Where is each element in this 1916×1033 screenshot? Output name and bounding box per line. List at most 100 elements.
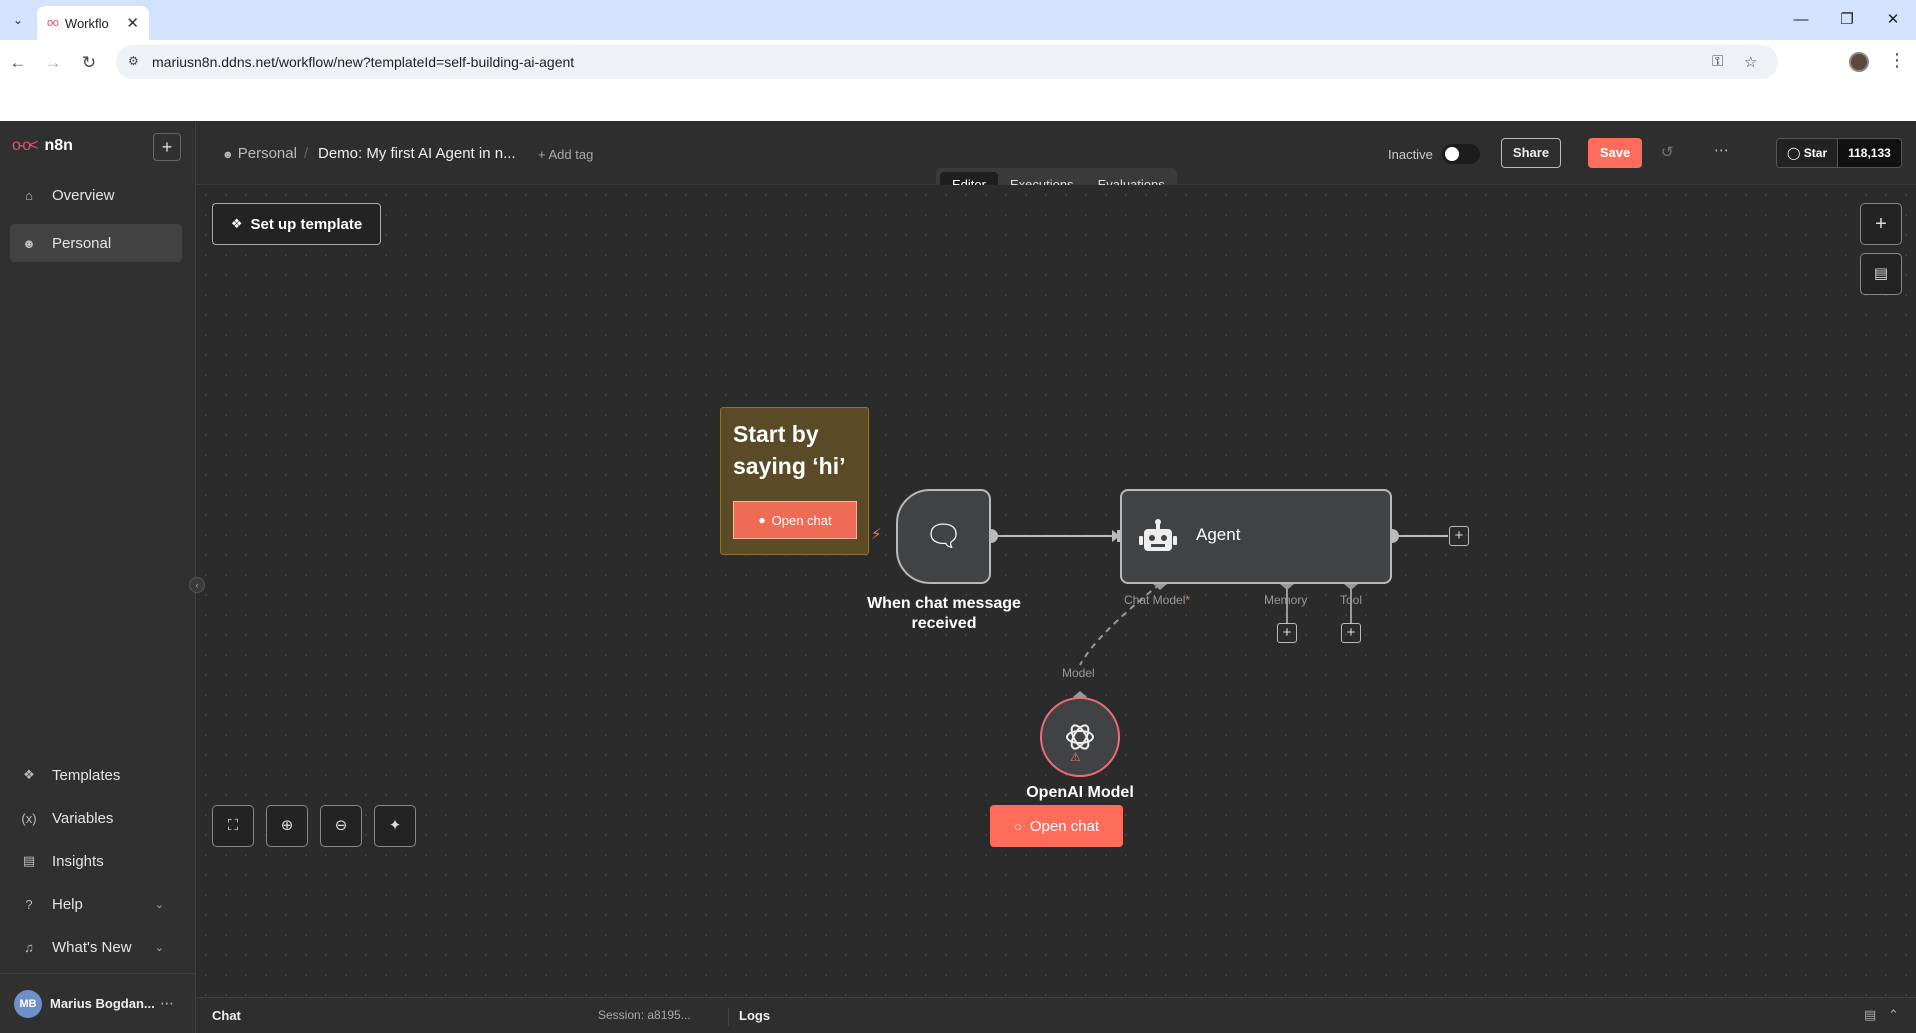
breadcrumb-project[interactable]: ☻ Personal	[222, 145, 297, 162]
sidebar-item-templates[interactable]: ❖ Templates	[10, 756, 182, 794]
sidebar-item-label: Personal	[52, 234, 112, 252]
chat-trigger-node[interactable]: 🗨	[896, 489, 991, 584]
close-tab-icon[interactable]: ✕	[126, 15, 139, 32]
zoom-out-button[interactable]: ⊖	[320, 805, 362, 847]
sidebar-item-insights[interactable]: ▤ Insights	[10, 842, 182, 880]
back-icon[interactable]: ←	[9, 53, 27, 72]
user-menu[interactable]: MB Marius Bogdan... ⋯	[0, 973, 196, 1033]
sidebar-item-help[interactable]: ? Help ⌄	[10, 885, 182, 923]
zoom-in-button[interactable]: ⊕	[266, 805, 308, 847]
setup-template-button[interactable]: ❖ Set up template	[212, 203, 381, 245]
sticky-open-chat-button[interactable]: ● Open chat	[733, 501, 857, 539]
n8n-app: o-o< n8n + ⌂ Overview ☻ Personal ❖ Templ…	[0, 121, 1916, 1033]
more-icon[interactable]: ⋯	[160, 995, 174, 1011]
sidebar-item-label: Overview	[52, 186, 115, 204]
minimize-icon[interactable]: —	[1793, 11, 1809, 28]
agent-label: Agent	[1196, 525, 1241, 544]
share-button[interactable]: Share	[1501, 138, 1561, 168]
sidebar-item-whats-new[interactable]: ♫ What's New ⌄	[10, 928, 182, 966]
sidebar-item-label: Insights	[52, 852, 104, 870]
open-chat-button[interactable]: ○ Open chat	[990, 805, 1123, 847]
add-next-node-button[interactable]: +	[1449, 526, 1469, 546]
more-options-icon[interactable]: ⋯	[1714, 142, 1729, 159]
package-icon: ❖	[230, 216, 243, 231]
session-id: Session: a8195...	[598, 1008, 691, 1022]
chevron-down-icon: ⌄	[154, 898, 164, 911]
github-star-button[interactable]: ◯ Star 118,133	[1776, 138, 1902, 168]
user-icon: ☻	[222, 149, 234, 161]
address-bar[interactable]: ⚙ mariusn8n.ddns.net/workflow/new?templa…	[116, 45, 1778, 79]
connections-layer	[984, 529, 1448, 703]
sidebar-item-label: What's New	[52, 938, 132, 956]
tab-search-icon[interactable]: ⌄	[12, 13, 24, 27]
github-star-count: 118,133	[1837, 139, 1901, 167]
toggle-knob	[1445, 147, 1459, 161]
sticky-note[interactable]: Start by saying ‘hi’ ● Open chat	[720, 407, 869, 555]
chat-bubble-icon: ○	[1013, 818, 1022, 834]
memory-port-label: Memory	[1264, 593, 1308, 607]
templates-icon: ❖	[23, 767, 35, 782]
expand-panel-icon[interactable]: ⌃	[1888, 1007, 1899, 1022]
logs-panel: Chat Session: a8195... Logs ▤ ⌃	[196, 997, 1916, 1033]
restore-icon[interactable]: ❐	[1840, 11, 1854, 28]
password-key-icon[interactable]: ⚿	[1712, 53, 1724, 70]
browser-tab[interactable]: o-o Workflo ✕	[37, 6, 149, 40]
home-icon: ⌂	[25, 187, 33, 203]
active-toggle[interactable]	[1442, 144, 1480, 164]
add-tag-button[interactable]: + Add tag	[538, 147, 594, 162]
openai-model-node[interactable]	[1040, 697, 1120, 777]
bookmark-star-icon[interactable]: ☆	[1744, 54, 1758, 71]
chat-panel-label[interactable]: Chat	[212, 1008, 241, 1023]
user-icon: ☻	[22, 235, 36, 251]
breadcrumb-separator: /	[304, 145, 309, 162]
sidebar-item-overview[interactable]: ⌂ Overview	[10, 176, 182, 214]
sidebar-item-variables[interactable]: (x) Variables	[10, 799, 182, 837]
sidebar-item-label: Variables	[52, 809, 114, 827]
chart-icon: ▤	[22, 853, 36, 868]
history-icon[interactable]: ↺	[1661, 144, 1674, 161]
workflow-name[interactable]: Demo: My first AI Agent in n...	[318, 145, 516, 162]
openai-model-title: OpenAI Model	[1026, 784, 1134, 801]
fit-view-button[interactable]: ⛶	[212, 805, 254, 847]
close-window-icon[interactable]: ✕	[1886, 11, 1900, 28]
chat-bubbles-icon: 🗨	[924, 520, 963, 553]
add-tool-button[interactable]: +	[1341, 623, 1361, 643]
workflow-canvas[interactable]: ‹ ❖ Set up template + ▤ Start by saying …	[189, 185, 1916, 997]
profile-avatar[interactable]	[1849, 52, 1869, 72]
chevron-down-icon: ⌄	[154, 941, 164, 954]
n8n-logo[interactable]: o-o< n8n	[12, 137, 73, 155]
tab-strip: ⌄ o-o Workflo ✕ — ❐ ✕	[0, 0, 1916, 40]
url-text: mariusn8n.ddns.net/workflow/new?template…	[152, 54, 575, 70]
browser-menu-icon[interactable]: ⋮	[1888, 50, 1906, 70]
sticky-note-button[interactable]: ▤	[1860, 253, 1902, 295]
active-status-label: Inactive	[1388, 147, 1433, 162]
pop-out-icon[interactable]: ▤	[1864, 1007, 1877, 1022]
warning-icon: ⚠	[1070, 750, 1081, 764]
model-port-label: Model	[1062, 666, 1095, 680]
add-memory-button[interactable]: +	[1277, 623, 1297, 643]
chat-model-port-label: Chat Model*	[1124, 593, 1191, 607]
save-button[interactable]: Save	[1588, 138, 1642, 168]
user-name: Marius Bogdan...	[50, 996, 155, 1011]
tool-port-label: Tool	[1340, 593, 1363, 607]
forward-icon[interactable]: →	[44, 53, 62, 72]
bell-icon: ♫	[24, 939, 34, 955]
connection-arrow	[1112, 530, 1120, 542]
setup-template-label: Set up template	[250, 215, 363, 233]
agent-node[interactable]: Agent	[1120, 489, 1392, 584]
tidy-up-button[interactable]: ✦	[374, 805, 416, 847]
site-info-icon[interactable]: ⚙	[128, 54, 139, 68]
sticky-note-text: Start by saying ‘hi’	[733, 421, 846, 479]
open-chat-label: Open chat	[1029, 817, 1100, 835]
chat-bubble-icon: ●	[758, 513, 766, 527]
reload-icon[interactable]: ↻	[81, 53, 97, 72]
openai-icon	[1066, 724, 1094, 750]
n8n-logo-icon: o-o<	[12, 137, 39, 154]
collapse-sidebar-icon[interactable]: ‹	[189, 577, 205, 593]
avatar: MB	[14, 989, 42, 1018]
logs-panel-label[interactable]: Logs	[728, 1008, 770, 1026]
sidebar-item-personal[interactable]: ☻ Personal	[10, 224, 182, 262]
logo-text: n8n	[44, 137, 73, 154]
create-button[interactable]: +	[153, 133, 181, 161]
add-node-button[interactable]: +	[1860, 203, 1902, 245]
